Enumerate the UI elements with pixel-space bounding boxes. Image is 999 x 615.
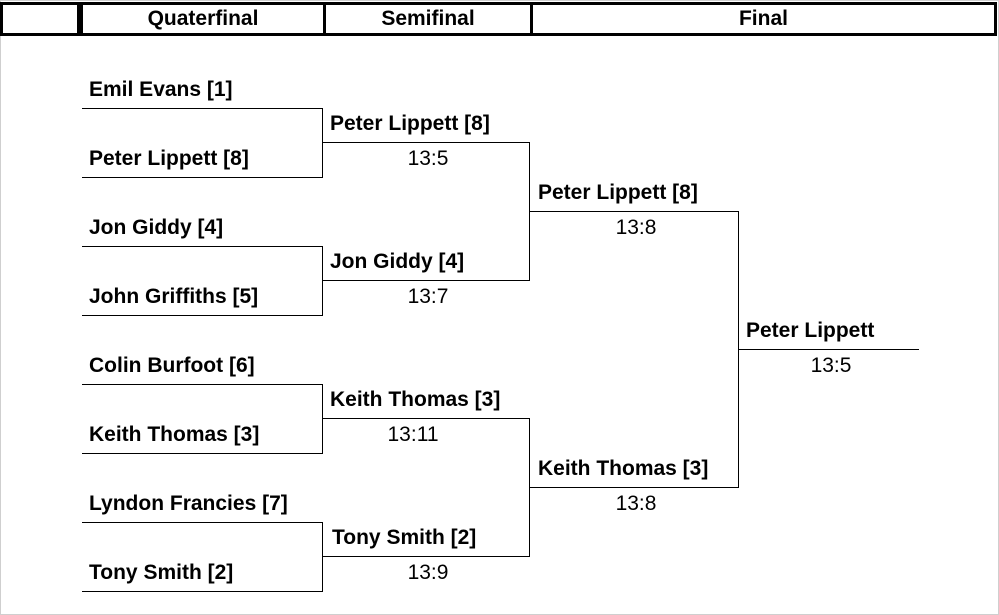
sf-line-3	[323, 418, 530, 419]
final-player-2: Keith Thomas [3]	[538, 457, 709, 480]
header-semifinal-label: Semifinal	[381, 7, 475, 30]
sf-player-2: Jon Giddy [4]	[330, 250, 465, 273]
sf-connector-top	[529, 142, 530, 281]
qf-line-1	[82, 108, 323, 109]
final-line-2	[530, 487, 739, 488]
qf-line-5	[82, 384, 323, 385]
header-final: Final	[530, 2, 997, 36]
sf-player-1: Peter Lippett [8]	[330, 112, 490, 135]
header-quarterfinal-label: Quaterfinal	[147, 7, 259, 30]
qf-connector-1	[322, 108, 323, 178]
qf-line-8	[82, 591, 323, 592]
qf-line-3	[82, 246, 323, 247]
champion-score: 13:5	[810, 354, 852, 377]
qf-player-8: Tony Smith [2]	[89, 561, 234, 584]
final-score-2: 13:8	[615, 492, 657, 515]
sf-line-1	[323, 142, 530, 143]
header-final-label: Final	[738, 7, 788, 30]
final-line-1	[530, 211, 739, 212]
sf-player-3: Keith Thomas [3]	[330, 388, 501, 411]
qf-line-4	[82, 315, 323, 316]
champion-name: Peter Lippett	[746, 319, 875, 342]
sf-score-1: 13:5	[407, 147, 449, 170]
qf-line-6	[82, 453, 323, 454]
sf-line-2	[323, 280, 530, 281]
header-blank-cell	[0, 2, 80, 36]
qf-connector-3	[322, 384, 323, 454]
sf-connector-bottom	[529, 418, 530, 557]
sf-line-4	[323, 556, 530, 557]
qf-player-2: Peter Lippett [8]	[89, 147, 249, 170]
sf-score-2: 13:7	[407, 285, 449, 308]
final-connector	[738, 211, 739, 488]
sf-score-4: 13:9	[407, 561, 449, 584]
final-player-1: Peter Lippett [8]	[538, 181, 698, 204]
sf-score-3: 13:11	[387, 423, 439, 446]
header-semifinal: Semifinal	[323, 2, 533, 36]
qf-line-2	[82, 177, 323, 178]
qf-player-7: Lyndon Francies [7]	[89, 492, 288, 515]
sf-player-4: Tony Smith [2]	[332, 526, 477, 549]
qf-connector-2	[322, 246, 323, 316]
champion-line	[739, 349, 919, 350]
qf-player-1: Emil Evans [1]	[89, 78, 233, 101]
qf-player-4: John Griffiths [5]	[89, 285, 259, 308]
qf-player-3: Jon Giddy [4]	[89, 216, 224, 239]
qf-player-6: Keith Thomas [3]	[89, 423, 260, 446]
qf-player-5: Colin Burfoot [6]	[89, 354, 255, 377]
qf-connector-4	[322, 522, 323, 592]
final-score-1: 13:8	[615, 216, 657, 239]
qf-line-7	[82, 522, 323, 523]
header-quarterfinal: Quaterfinal	[80, 2, 326, 36]
